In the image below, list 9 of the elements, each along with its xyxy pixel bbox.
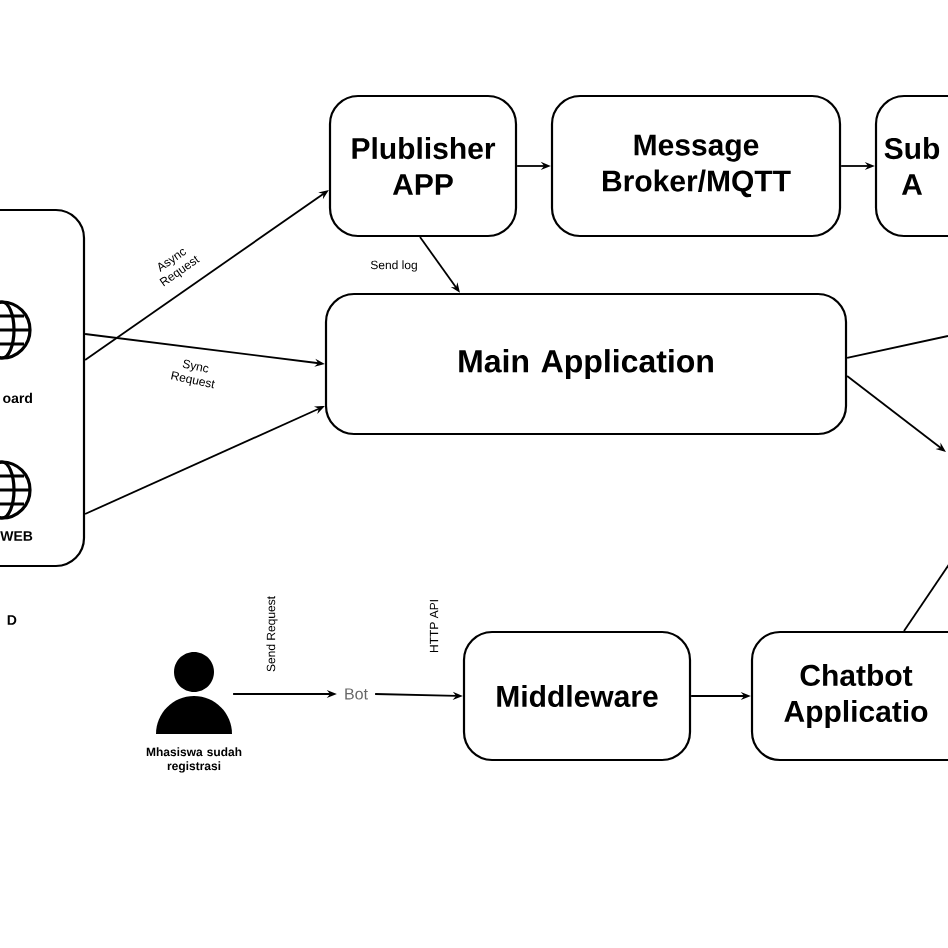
process-box: Message Broker/MQTT xyxy=(550,94,842,238)
process-box: Middleware xyxy=(462,630,692,762)
arrow xyxy=(846,375,946,452)
process-box: Plublisher APP xyxy=(328,94,518,238)
person-icon xyxy=(156,652,232,734)
process-box: Main Application xyxy=(324,292,848,436)
process-box: Sub A xyxy=(874,94,948,238)
process-box: Chatbot Applicatio xyxy=(750,630,948,762)
bot-label: Bot xyxy=(345,688,368,700)
